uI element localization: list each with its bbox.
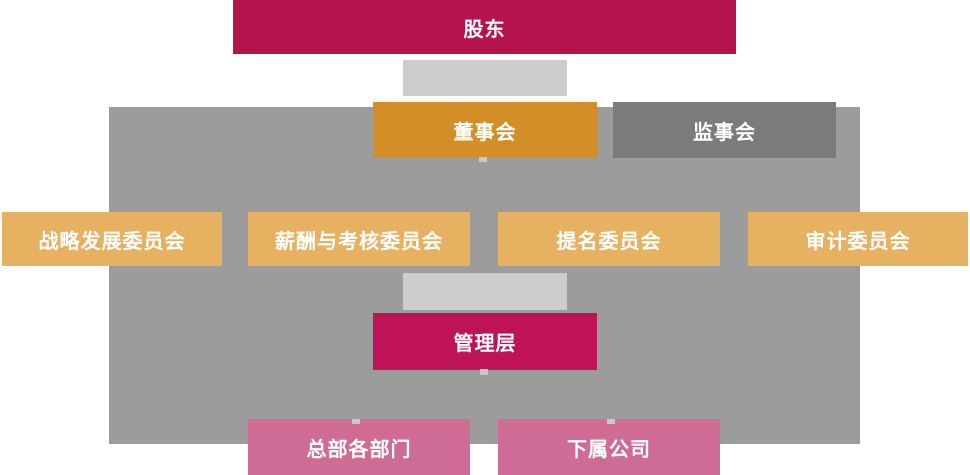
- node-remuneration-assessment-committee: 薪酬与考核委员会: [248, 212, 470, 266]
- node-board-of-directors: 董事会: [373, 102, 597, 158]
- node-audit-committee: 审计委员会: [748, 212, 968, 266]
- connector-board-management: [403, 273, 567, 310]
- connector-shareholders-board: [403, 60, 567, 96]
- connector-tick-below-board: [479, 157, 487, 162]
- node-management: 管理层: [373, 313, 597, 370]
- connector-tick-subsidiaries: [607, 419, 615, 424]
- node-supervisory-board: 监事会: [613, 102, 836, 158]
- node-nomination-committee: 提名委员会: [498, 212, 720, 266]
- node-shareholders: 股东: [233, 0, 736, 54]
- node-strategic-development-committee: 战略发展委员会: [2, 212, 222, 266]
- connector-tick-below-management: [480, 369, 488, 375]
- node-subsidiary-companies: 下属公司: [498, 419, 720, 475]
- connector-tick-headquarters: [352, 419, 360, 424]
- node-headquarters-departments: 总部各部门: [248, 419, 470, 475]
